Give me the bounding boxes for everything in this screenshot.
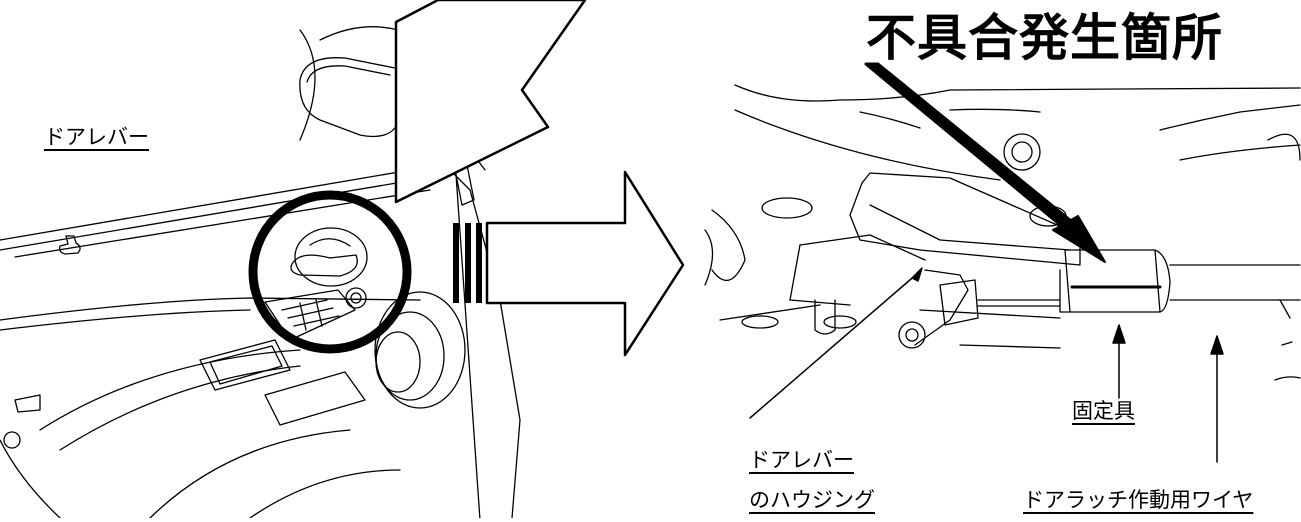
mechanism-drawing: [704, 84, 1301, 381]
callout-arrow-icon: [394, 0, 587, 204]
fixture-label: 固定具: [1072, 399, 1135, 423]
door-lever-housing-label-line2: のハウジング: [749, 488, 875, 512]
latch-wire-label: ドアラッチ作動用ワイヤ: [1023, 488, 1254, 512]
door-lever-housing-label-line1: ドアレバー: [749, 448, 854, 472]
page-title: 不具合発生箇所: [866, 9, 1223, 67]
focus-circle-icon: [248, 190, 412, 354]
transition-arrow-icon: [453, 170, 685, 357]
leader-lines: [749, 267, 1224, 463]
leader-arrow-icon: [864, 62, 1106, 263]
door-lever-label: ドアレバー: [44, 125, 149, 149]
